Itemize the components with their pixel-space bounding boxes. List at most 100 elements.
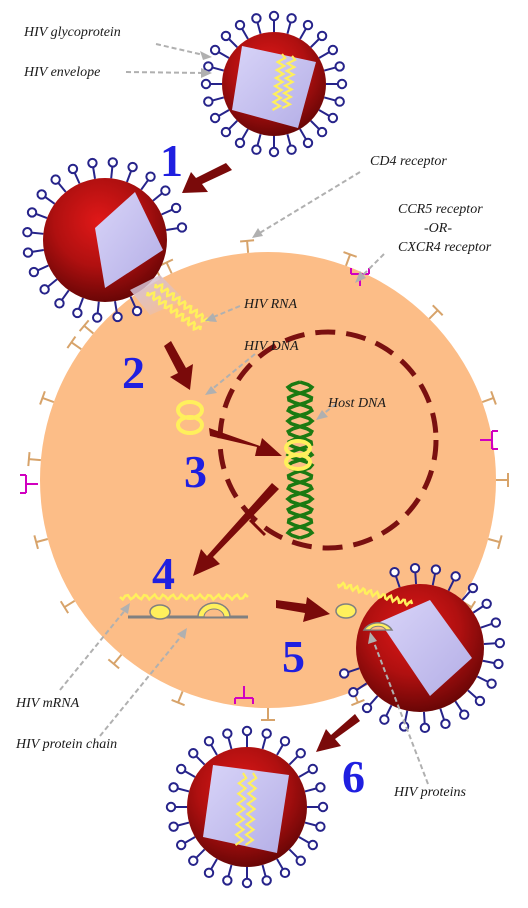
label-host-dna: Host DNA (327, 396, 386, 411)
glycoprotein-spike (256, 21, 262, 35)
label-hiv-rna: HIV RNA (243, 297, 297, 312)
glycoprotein-spike (92, 166, 96, 179)
glycoprotein-knob (203, 96, 214, 107)
glycoprotein-spike (140, 179, 150, 191)
hiv-proteins-assembling (335, 581, 414, 631)
label-hiv-protein-chain: HIV protein chain (15, 737, 117, 752)
cd4-receptor-stem (165, 262, 173, 274)
label-hiv-glycoprotein: HIV glycoprotein (23, 25, 121, 40)
glycoprotein-spike (288, 755, 299, 766)
glycoprotein-knob (209, 44, 221, 56)
glycoprotein-knob (200, 78, 212, 90)
glycoprotein-spike (414, 572, 418, 585)
glycoprotein-knob (302, 19, 314, 31)
glycoprotein-knob (251, 144, 262, 155)
glycoprotein-knob (220, 126, 232, 138)
arrow-step-5 (276, 597, 330, 622)
glycoprotein-spike (304, 787, 317, 793)
glycoprotein-spike (310, 38, 320, 48)
glycoprotein-spike (211, 96, 225, 102)
glycoprotein-knob (389, 566, 400, 578)
glycoprotein-knob (261, 875, 272, 886)
viral-rna-strand (234, 772, 248, 846)
glycoprotein-knob (490, 617, 502, 628)
glycoprotein-knob (307, 839, 319, 851)
glycoprotein-knob (286, 13, 297, 24)
hiv-virion-budding (338, 562, 506, 734)
glycoprotein-knob (268, 146, 280, 158)
cd4-receptor-stem (112, 654, 123, 665)
glycoprotein-spike (210, 858, 218, 870)
glycoprotein-knob (22, 227, 33, 238)
glycoprotein-knob (168, 782, 179, 793)
glycoprotein-knob (302, 137, 314, 149)
cd4-receptor-cup (27, 452, 31, 467)
co-receptor (480, 430, 498, 450)
glycoprotein-spike (298, 770, 310, 778)
cd4-receptor-cup (78, 319, 90, 332)
glycoprotein-knob (317, 801, 329, 813)
glycoprotein-knob (336, 78, 348, 90)
label-hiv-mrna: HIV mRNA (15, 696, 80, 711)
glycoprotein-knob (286, 144, 297, 155)
glycoprotein-knob (26, 207, 38, 218)
arrow-step-6 (316, 714, 360, 752)
glycoprotein-knob (241, 877, 253, 889)
host-dna-helix (285, 380, 315, 540)
glycoprotein-knob (338, 668, 350, 679)
glycoprotein-knob (486, 678, 497, 689)
glycoprotein-spike (195, 755, 206, 766)
glycoprotein-spike (318, 109, 330, 117)
glycoprotein-spike (483, 642, 496, 646)
glycoprotein-spike (44, 195, 56, 205)
glycoprotein-spike (286, 21, 292, 35)
label-hiv-dna: HIV DNA (243, 339, 299, 354)
cd4-receptor-cup (66, 336, 77, 349)
glycoprotein-spike (152, 192, 163, 202)
glycoprotein-spike (299, 28, 307, 40)
glycoprotein-spike (161, 208, 173, 216)
glycoprotein-knob (54, 298, 65, 309)
step-number-1: 1 (160, 135, 183, 186)
glycoprotein-spike (228, 120, 238, 130)
glycoprotein-knob (316, 126, 328, 138)
label-cxcr4-receptor: CXCR4 receptor (398, 240, 492, 255)
glycoprotein-spike (439, 708, 446, 721)
glycoprotein-knob (430, 564, 442, 575)
step-number-2: 2 (122, 347, 145, 398)
cd4-receptor-stem (42, 396, 55, 403)
viral-capsid (380, 600, 472, 696)
cd4-receptor-stem (345, 254, 352, 267)
glycoprotein-spike (454, 700, 463, 712)
glycoprotein-spike (31, 249, 44, 253)
glycoprotein-spike (227, 737, 233, 750)
glycoprotein-spike (126, 170, 133, 183)
cd4-receptor-cup (240, 239, 255, 243)
glycoprotein-spike (60, 289, 70, 301)
glycoprotein-knob (209, 112, 221, 124)
glycoprotein-spike (461, 590, 472, 601)
glycoprotein-knob (493, 658, 504, 670)
glycoprotein-knob (168, 821, 179, 832)
cd4-receptor-stem (70, 341, 82, 351)
label-cd4-receptor: CD4 receptor (370, 154, 447, 169)
cd4-receptor-stem (35, 538, 49, 544)
viral-capsid (95, 192, 163, 288)
glycoprotein-spike (288, 848, 299, 859)
glycoprotein-knob (112, 311, 123, 323)
glycoprotein-spike (77, 297, 84, 310)
glycoprotein-spike (318, 51, 330, 59)
glycoprotein-spike (31, 231, 44, 235)
glycoprotein-knob (131, 305, 143, 317)
glycoprotein-spike (422, 711, 426, 724)
label-hiv-envelope: HIV envelope (23, 65, 100, 80)
glycoprotein-spike (177, 821, 190, 827)
glycoprotein-knob (279, 735, 291, 747)
cd4-receptor-stem (487, 538, 501, 544)
nucleus-membrane (217, 329, 439, 551)
glycoprotein-spike (73, 172, 81, 184)
glycoprotein-spike (394, 575, 401, 588)
glycoprotein-spike (472, 605, 484, 614)
arrow-step-4 (193, 483, 279, 576)
